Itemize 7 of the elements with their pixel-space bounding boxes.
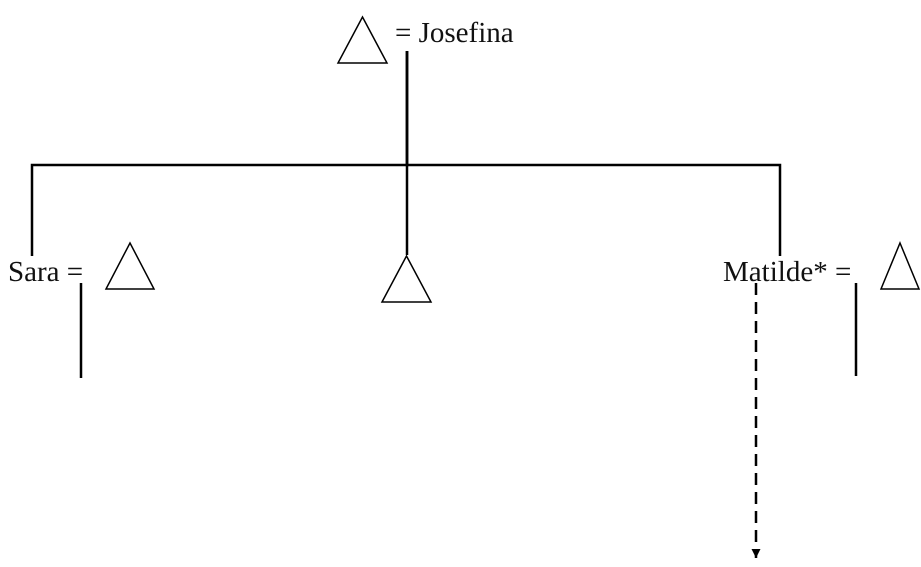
kin-name-label: Matilde* = xyxy=(723,256,869,286)
kin-name-label: Sara = xyxy=(8,256,94,286)
descent-line xyxy=(80,283,82,378)
kin-name-label: = Josefina xyxy=(395,17,535,51)
descent-arrow xyxy=(752,283,760,558)
descent-line xyxy=(854,283,858,376)
descent-line xyxy=(406,51,782,256)
